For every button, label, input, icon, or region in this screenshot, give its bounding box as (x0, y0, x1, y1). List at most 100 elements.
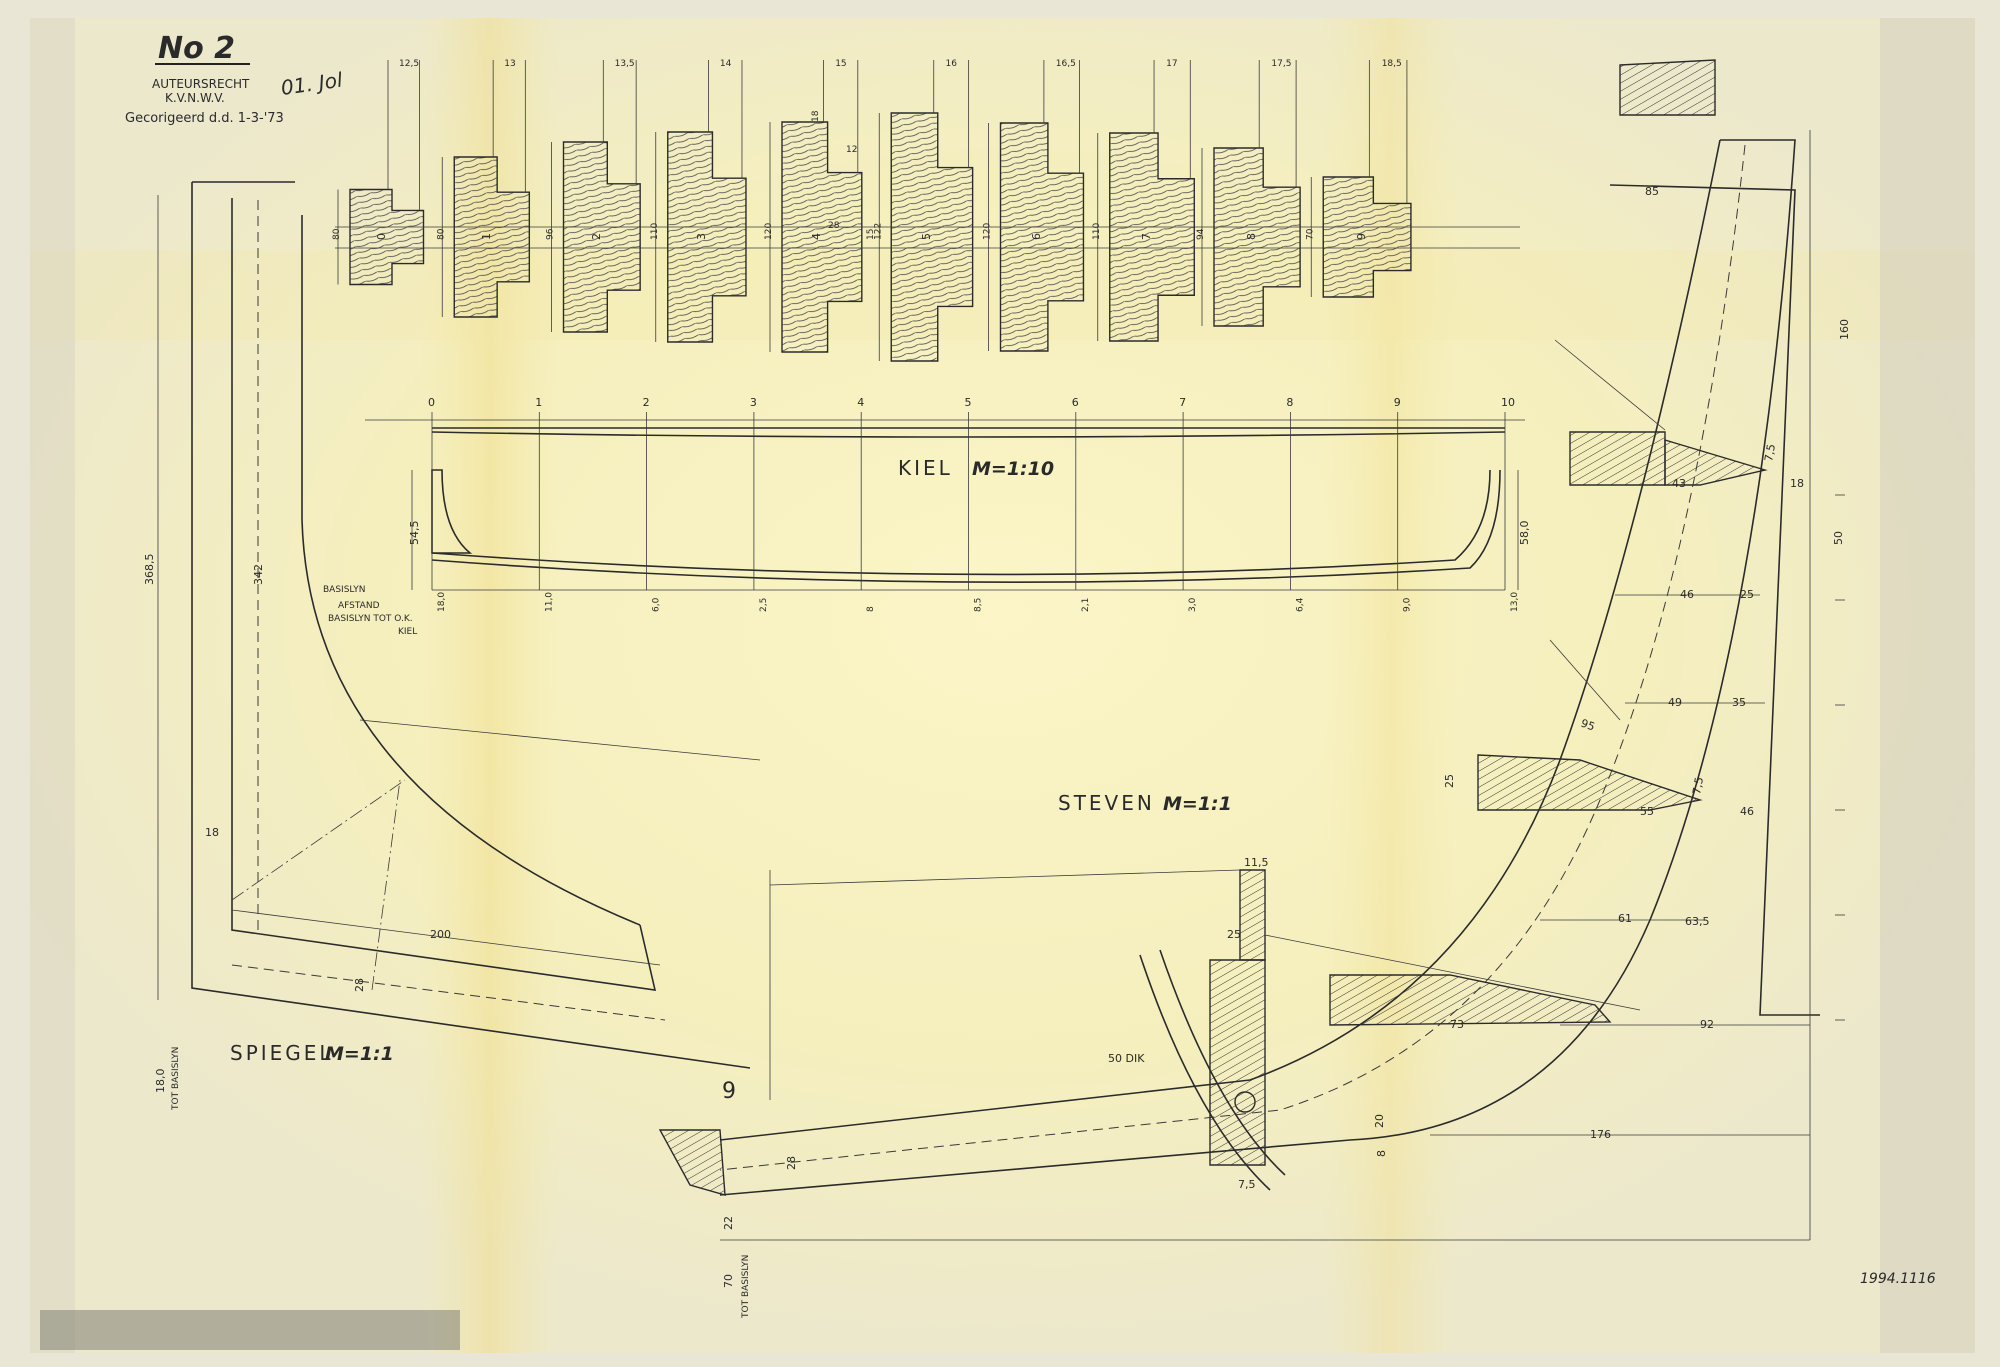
keel-distance-5: 8,5 (974, 598, 984, 612)
keel-aft-end (431, 469, 473, 554)
stem-dim-18: 25 (1227, 928, 1241, 941)
stem-dim-23: 8 (1375, 1150, 1388, 1157)
stem-stepped-outline (1609, 184, 1820, 1016)
stem-dim-12: 55 (1640, 805, 1654, 818)
stem-hatch-5 (1209, 959, 1266, 1166)
keel-station-1: 1 (535, 396, 542, 409)
stem-hatch-7 (658, 1129, 726, 1196)
transom-base-label: TOT BASISLYN (171, 1047, 181, 1111)
stem-bolt (1234, 1091, 1256, 1113)
keel-legend-1: BASISLYN (323, 585, 365, 595)
stem-hatch-top (1619, 59, 1716, 116)
transom-chord-1 (359, 719, 761, 761)
keel-profile-bottom (431, 469, 1501, 584)
stem-dim-0: 85 (1645, 185, 1659, 198)
section-width-1: 13 (504, 59, 515, 69)
stem-dim-29: 70 (722, 1274, 735, 1288)
section-extra-dim-1: 12 (846, 145, 857, 155)
transom-dim-height: 368,5 (143, 554, 156, 586)
stem-dim-7: 25 (1740, 588, 1754, 601)
section-2 (562, 141, 641, 333)
keel-station-10: 10 (1501, 396, 1515, 409)
section-label-0: 0 (375, 233, 388, 240)
stem-arc (1139, 954, 1271, 1191)
keel-distance-3: 2,5 (759, 598, 769, 612)
organization-stamp: K.V.N.W.V. (165, 91, 225, 105)
keel-distance-10: 13,0 (1510, 592, 1520, 612)
keel-scale: M=1:10 (972, 458, 1054, 480)
sheet-number: No 2 (158, 31, 235, 66)
section-label-7: 7 (1140, 233, 1153, 240)
section-label-3: 3 (695, 233, 708, 240)
stem-hatch-1 (1569, 431, 1666, 486)
transom-scale: M=1:1 (325, 1043, 394, 1065)
keel-profile-top (431, 469, 1491, 576)
stem-diag-3 (1549, 639, 1621, 721)
keel-station-9: 9 (1394, 396, 1401, 409)
stem-view: STEVEN M=1:1 (658, 59, 1820, 1241)
keel-fwd-height: 58,0 (1518, 521, 1531, 546)
stem-dim-17: 11,5 (1244, 856, 1269, 869)
keel-plan-outline (431, 431, 1506, 438)
section-width-5: 16 (946, 59, 958, 69)
section-width-4: 15 (835, 59, 846, 69)
stem-diag-1 (769, 869, 1241, 886)
section-height-3: 110 (650, 223, 660, 240)
keel-distance-4: 8 (866, 606, 876, 612)
keel-station-5: 5 (965, 396, 972, 409)
section-label-2: 2 (590, 233, 603, 240)
section-height-6: 120 (983, 223, 993, 240)
keel-station-2: 2 (643, 396, 650, 409)
stem-dim-5: 50 (1832, 531, 1845, 545)
stem-dim-14: 46 (1740, 805, 1754, 818)
copyright-stamp: AUTEURSRECHT (152, 77, 250, 91)
keel-distance-2: 6,0 (652, 597, 662, 612)
dirt-left-edge (30, 18, 75, 1353)
stem-dim-28: 22 (722, 1216, 735, 1230)
stem-outer-curve (719, 139, 1796, 1196)
keel-title: KIEL (898, 456, 953, 480)
stem-dim-25: 7,5 (1238, 1178, 1256, 1191)
section-width-2: 13,5 (615, 59, 635, 69)
stem-dim-16: 63,5 (1685, 915, 1710, 928)
stem-arc-inner (1159, 949, 1286, 1176)
transom-dim-18: 18 (205, 826, 219, 839)
stem-hatch-6 (1239, 869, 1266, 961)
stem-dim-2: 7,5 (1762, 443, 1778, 462)
archive-number: 1994.1116 (1860, 1271, 1936, 1287)
section-9 (1322, 176, 1412, 298)
section-height-1: 80 (436, 228, 446, 240)
transom-view: 200 28 368,5 342 18 18,0 TOT BASISLYN SP… (143, 181, 761, 1111)
section-width-9: 18,5 (1382, 59, 1402, 69)
stem-dim-8: 49 (1668, 696, 1682, 709)
stem-dim-9: 35 (1732, 696, 1746, 709)
stem-dim-11: 25 (1443, 774, 1456, 788)
section-height-9: 70 (1305, 228, 1315, 240)
keel-station-0: 0 (428, 396, 435, 409)
stem-hatch-4 (1329, 974, 1612, 1026)
section-width-3: 14 (720, 59, 732, 69)
stem-dim-15: 61 (1618, 912, 1632, 925)
section-extra-dim-0: 18 (811, 110, 821, 122)
section-label-5: 5 (920, 233, 933, 240)
stem-dim-1: 160 (1838, 319, 1851, 340)
section-height-8: 94 (1196, 228, 1206, 240)
section-7 (1109, 132, 1195, 342)
transom-base-dim: 18,0 (154, 1069, 167, 1094)
keel-distance-8: 6,4 (1295, 597, 1305, 612)
transom-dim-200-label: 200 (430, 928, 451, 941)
stem-dim-21: 50 DIK (1108, 1052, 1145, 1065)
keel-legend-3: BASISLYN TOT O.K. (328, 614, 413, 624)
stem-hatch-2 (1664, 439, 1768, 486)
section-label-8: 8 (1245, 233, 1258, 240)
section-label-1: 1 (480, 233, 493, 240)
transom-inner-outline (231, 198, 657, 991)
stem-dim-6: 46 (1680, 588, 1694, 601)
section-height-5: 122 (873, 223, 883, 240)
stem-dim-4: 43 (1672, 477, 1686, 490)
keel-station-6: 6 (1072, 396, 1079, 409)
corrected-date: Gecorigeerd d.d. 1-3-'73 (125, 111, 284, 126)
